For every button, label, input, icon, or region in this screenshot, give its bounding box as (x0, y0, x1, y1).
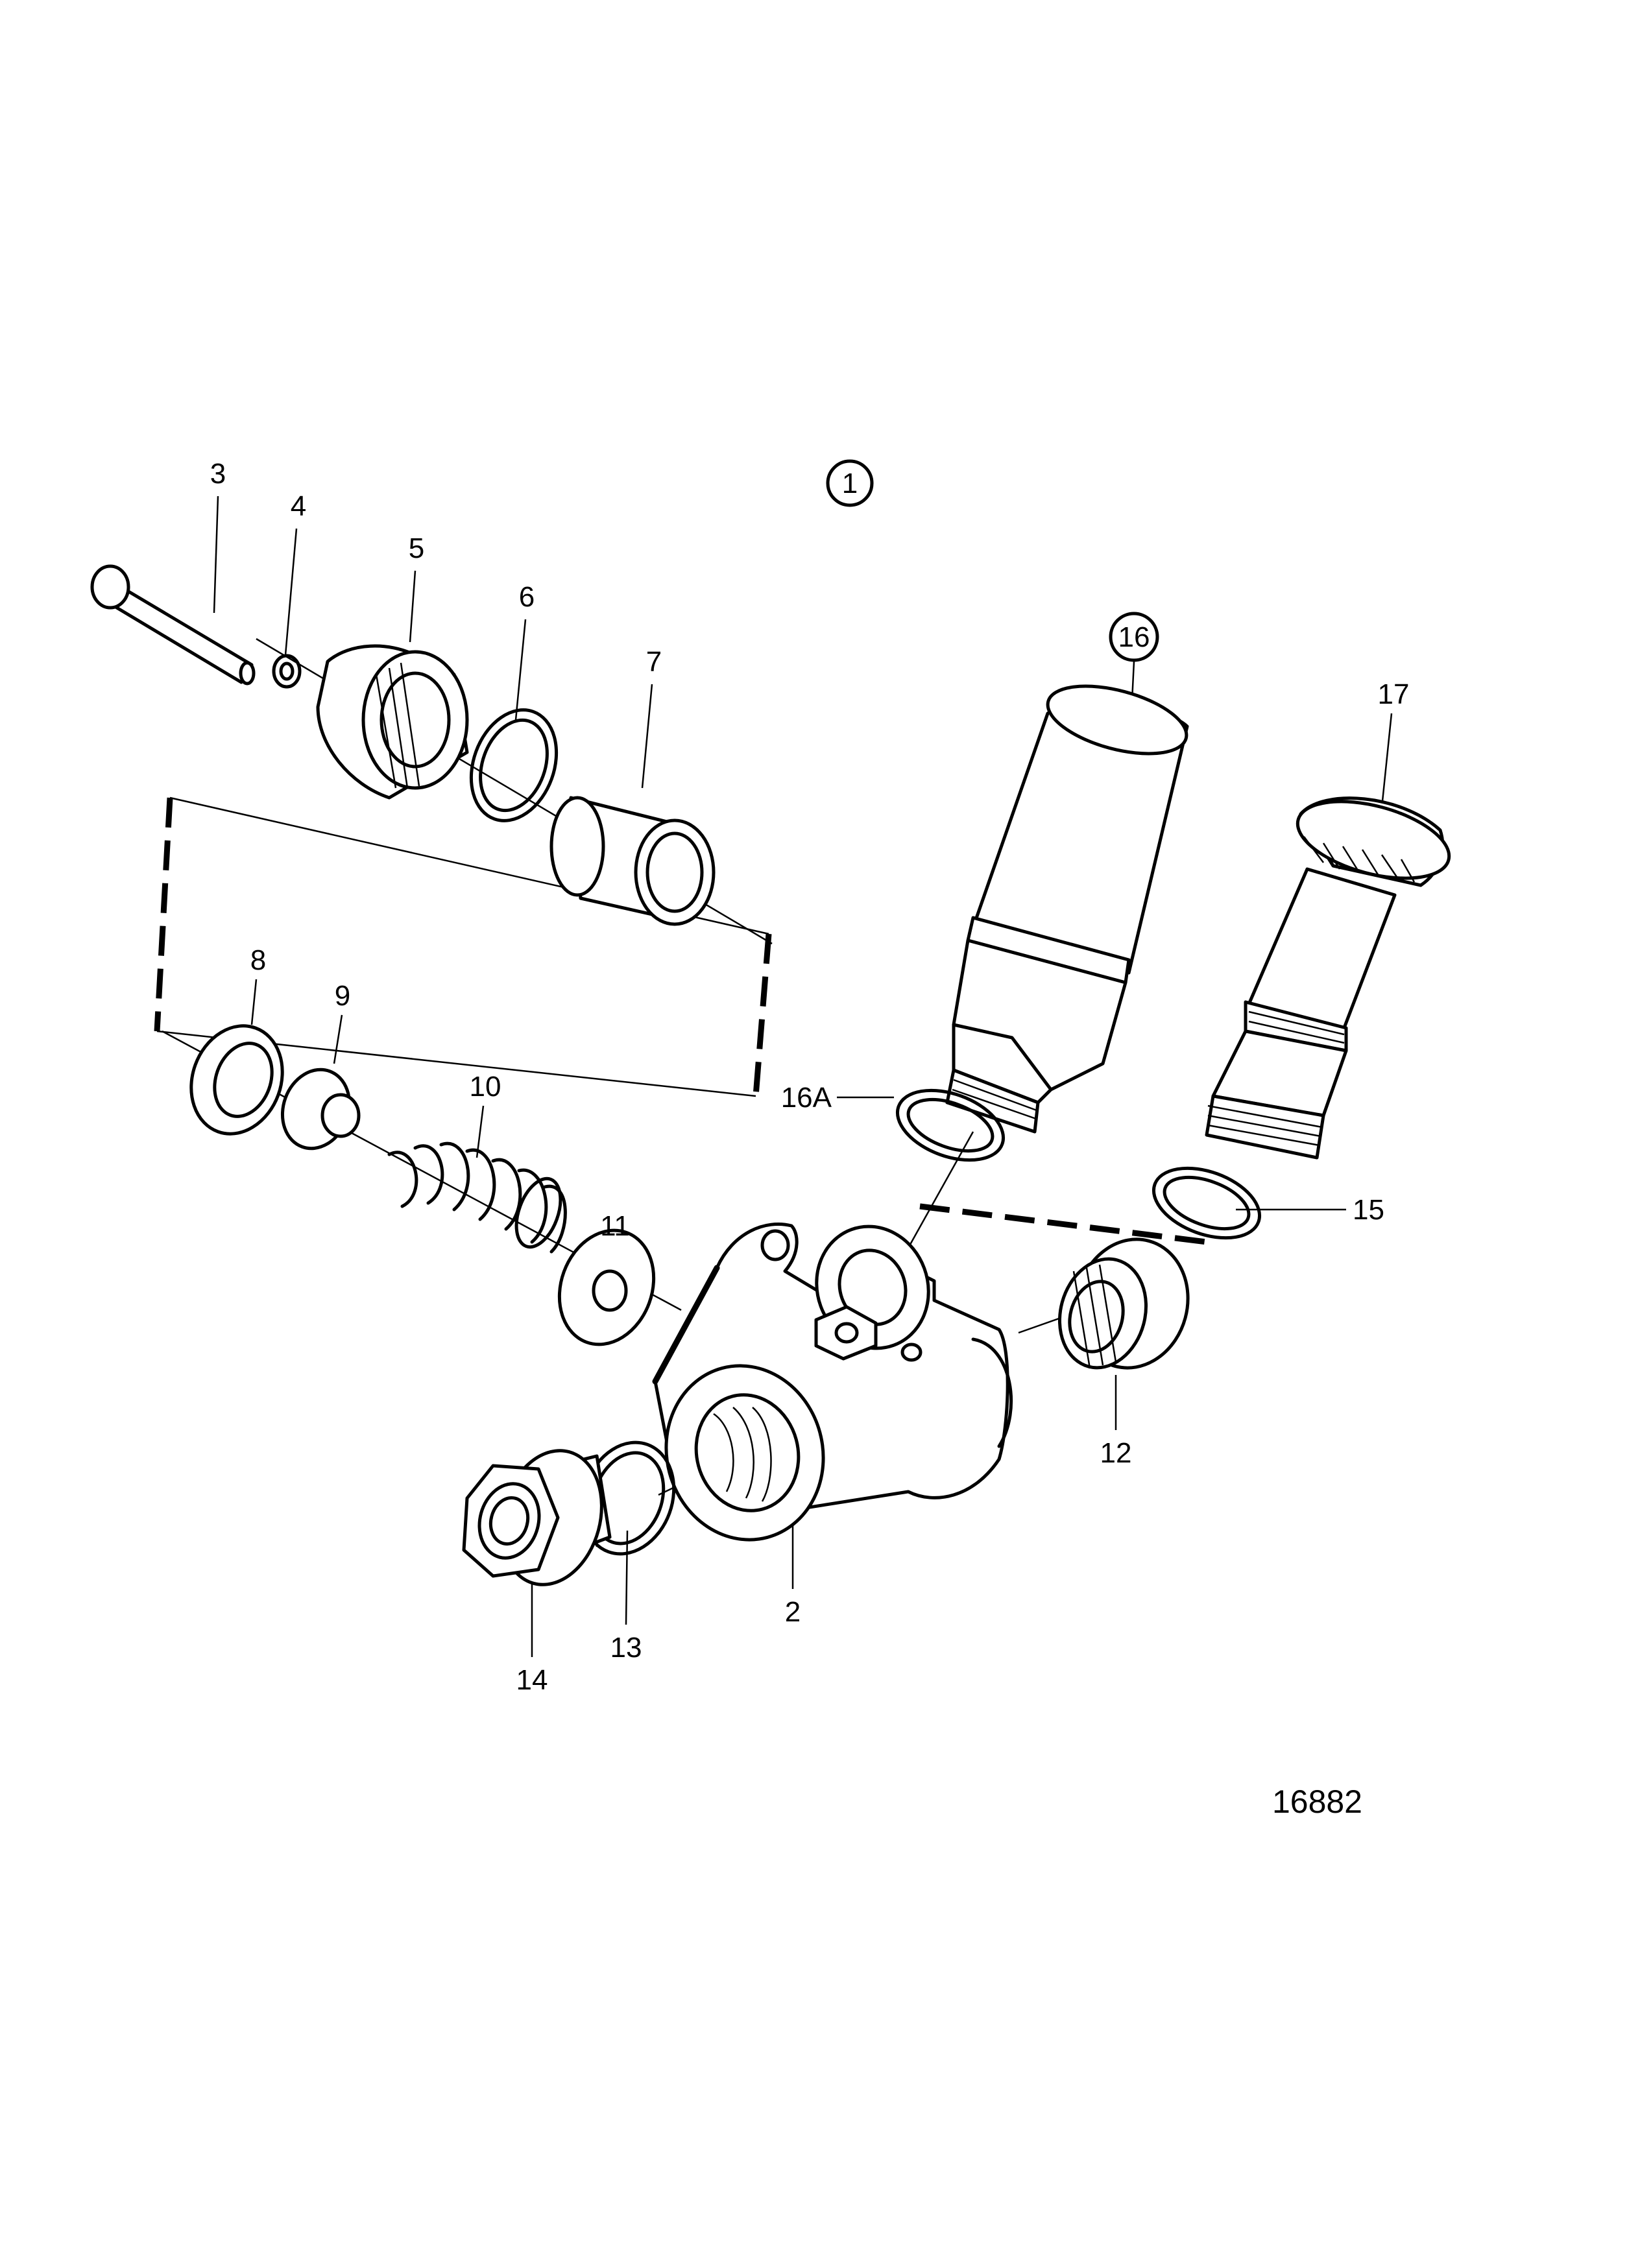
part-10-spring (387, 1141, 567, 1254)
callout-7: 7 (646, 646, 662, 678)
callout-12: 12 (1100, 1437, 1132, 1469)
part-9-valve (280, 1068, 361, 1151)
part-15-oring (1152, 1166, 1262, 1240)
callout-11: 11 (600, 1210, 630, 1242)
callout-9: 9 (335, 980, 350, 1012)
callout-17: 17 (1378, 678, 1410, 710)
part-17-hand-primer (1205, 796, 1451, 1160)
part-7-sleeve (549, 796, 716, 926)
callout-8: 8 (250, 944, 266, 976)
callout-16a: 16A (781, 1082, 832, 1114)
callout-1: 1 (842, 468, 858, 499)
figure-reference-number: 16882 (1272, 1784, 1362, 1820)
part-4-ring (272, 654, 302, 689)
callout-10: 10 (470, 1071, 501, 1103)
callout-5: 5 (409, 532, 424, 564)
callout-4: 4 (291, 490, 306, 522)
part-3-pin (90, 564, 256, 686)
callout-2: 2 (785, 1596, 801, 1628)
part-2-pump-body (652, 1223, 1013, 1542)
part-11-washer (557, 1228, 656, 1346)
part-8-washer (189, 1024, 284, 1136)
callout-labels: 1 3 4 5 6 7 16 17 8 9 10 11 16A 15 12 2 … (210, 458, 1410, 1820)
callout-6: 6 (519, 581, 535, 613)
part-16a-oring (895, 1088, 1006, 1162)
callout-1-circle (826, 459, 874, 507)
callout-15: 15 (1353, 1194, 1384, 1226)
part-14-hex-fitting (462, 1449, 612, 1586)
part-12-fitting (1057, 1237, 1190, 1370)
part-16-filter (945, 684, 1189, 1134)
callout-16: 16 (1118, 621, 1150, 653)
callout-16-circle (1109, 612, 1159, 662)
callout-13: 13 (610, 1632, 642, 1664)
callout-14: 14 (516, 1664, 548, 1696)
part-6-oring (469, 708, 559, 822)
part-5-plug (316, 644, 469, 800)
callout-3: 3 (210, 458, 226, 490)
